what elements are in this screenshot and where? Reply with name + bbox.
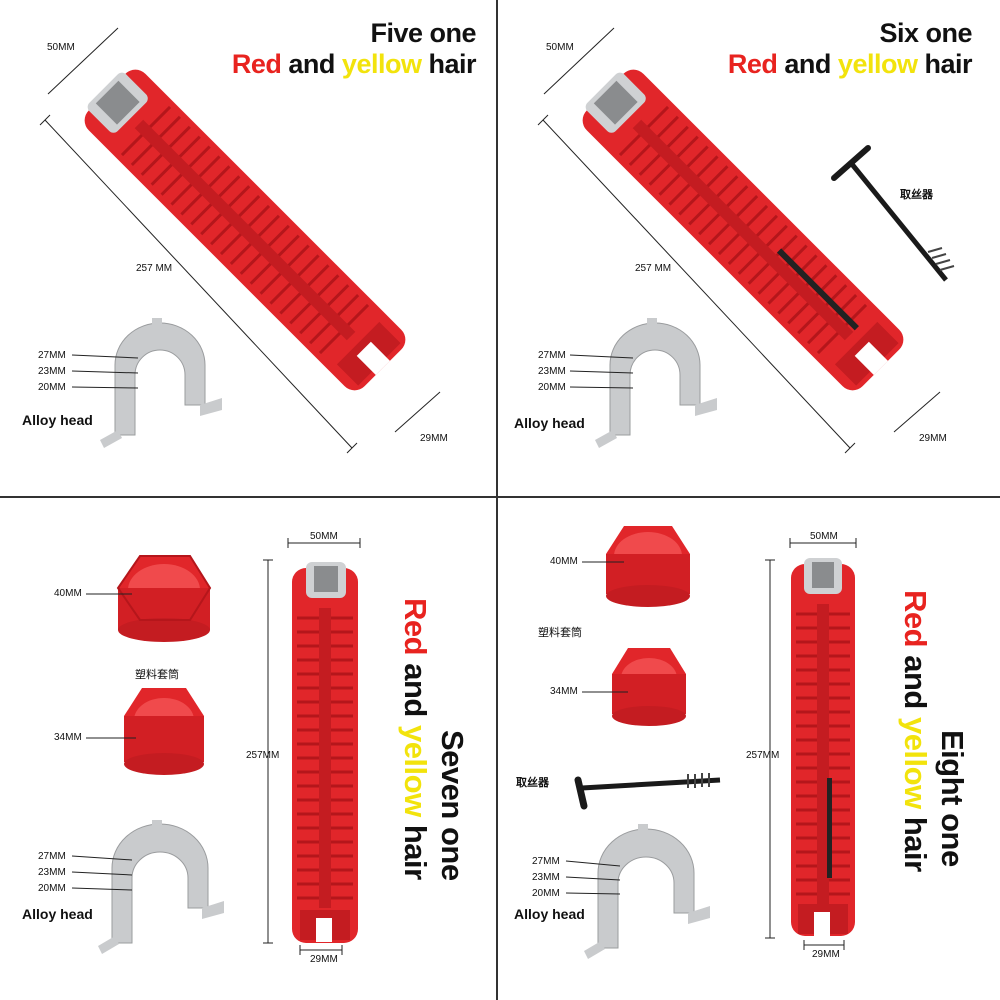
socket-40-label: 40MM xyxy=(54,588,82,599)
plastic-sleeve-label: 塑料套筒 xyxy=(135,668,179,681)
socket-34-label: 34MM xyxy=(550,686,578,697)
title-hair-word: hair xyxy=(428,49,476,79)
ring-23-label: 23MM xyxy=(38,867,66,878)
title-line1: Eight one xyxy=(935,730,970,867)
dim-top-label: 50MM xyxy=(47,42,75,53)
socket-40-image xyxy=(86,555,212,642)
ring-20-label: 20MM xyxy=(38,883,66,894)
alloy-head-label: Alloy head xyxy=(514,906,585,922)
panel-five-one: Five one Red and yellow hair 50MM 257 MM… xyxy=(0,0,496,496)
title-hair-word: hair xyxy=(924,49,972,79)
title-yellow-word: yellow xyxy=(837,49,918,79)
alloy-head-label: Alloy head xyxy=(514,415,585,431)
alloy-head-image xyxy=(565,824,710,959)
alloy-head-label: Alloy head xyxy=(22,906,93,922)
title-and-word: and xyxy=(898,655,933,709)
alloy-head-label: Alloy head xyxy=(22,412,93,428)
alloy-head-image xyxy=(71,318,222,448)
ring-23-label: 23MM xyxy=(532,872,560,883)
vertical-divider xyxy=(496,0,498,1000)
title-and-word: and xyxy=(288,49,335,79)
dim-length-label: 257MM xyxy=(746,750,780,761)
ring-27-label: 27MM xyxy=(538,350,566,361)
socket-34-label: 34MM xyxy=(54,732,82,743)
dim-bottom-label: 29MM xyxy=(420,433,448,444)
plastic-sleeve-label: 塑料套筒 xyxy=(538,626,582,639)
ring-20-label: 20MM xyxy=(38,382,66,393)
dimension-lines xyxy=(537,27,941,454)
extractor-tool-image xyxy=(831,145,955,282)
dim-top-label: 50MM xyxy=(810,531,838,542)
socket-34-image xyxy=(86,688,204,775)
ring-27-label: 27MM xyxy=(38,851,66,862)
dimension-lines xyxy=(39,27,441,454)
title-yellow-word: yellow xyxy=(898,716,933,809)
dim-length-label: 257MM xyxy=(246,750,280,761)
wrench-image xyxy=(582,69,904,391)
title-yellow-word: yellow xyxy=(341,49,422,79)
title-line1: Six one xyxy=(879,18,972,48)
wrench-image xyxy=(84,69,406,391)
ring-20-label: 20MM xyxy=(532,888,560,899)
title-red-word: Red xyxy=(727,49,778,79)
title-hair-word: hair xyxy=(398,824,433,880)
panel-title: Five one Red and yellow hair xyxy=(231,18,477,80)
socket-40-image xyxy=(582,526,690,607)
horizontal-divider xyxy=(0,496,1000,498)
panel-title-vertical: Red and yellow hair xyxy=(898,590,933,872)
panel-six-one: Six one Red and yellow hair 50MM 257 MM … xyxy=(498,0,1000,496)
alloy-head-image xyxy=(71,820,224,954)
dimension-lines xyxy=(263,538,361,955)
extractor-label: 取丝器 xyxy=(900,188,933,201)
ring-27-label: 27MM xyxy=(38,350,66,361)
panel-eight-one: 40MM 塑料套筒 34MM 取丝器 27MM 23MM 20MM Alloy … xyxy=(498,498,1000,1000)
ring-23-label: 23MM xyxy=(538,366,566,377)
dim-bottom-label: 29MM xyxy=(919,433,947,444)
title-yellow-word: yellow xyxy=(398,724,433,817)
dimension-lines xyxy=(765,538,857,950)
ring-23-label: 23MM xyxy=(38,366,66,377)
wrench-image xyxy=(791,558,855,936)
title-red-word: Red xyxy=(398,598,433,656)
socket-40-label: 40MM xyxy=(550,556,578,567)
extractor-label: 取丝器 xyxy=(516,776,549,789)
title-hair-word: hair xyxy=(898,816,933,872)
extractor-tool-image xyxy=(574,773,721,810)
panel-title: Six one Red and yellow hair xyxy=(727,18,973,80)
ring-27-label: 27MM xyxy=(532,856,560,867)
dim-length-label: 257 MM xyxy=(635,263,672,274)
dim-bottom-label: 29MM xyxy=(812,949,840,960)
dim-bottom-label: 29MM xyxy=(310,954,338,965)
title-line1: Five one xyxy=(370,18,476,48)
title-and-word: and xyxy=(784,49,831,79)
title-red-word: Red xyxy=(231,49,282,79)
title-and-word: and xyxy=(398,663,433,717)
dim-top-label: 50MM xyxy=(310,531,338,542)
dim-top-label: 50MM xyxy=(546,42,574,53)
alloy-head-image xyxy=(569,318,717,448)
wrench-image xyxy=(292,562,358,943)
title-line1: Seven one xyxy=(435,730,470,881)
title-red-word: Red xyxy=(898,590,933,648)
ring-20-label: 20MM xyxy=(538,382,566,393)
socket-34-image xyxy=(582,648,686,726)
panel-title-vertical: Red and yellow hair xyxy=(398,598,433,880)
panel-seven-one: 40MM 塑料套筒 34MM 27MM 23MM 20MM Alloy head… xyxy=(0,498,496,1000)
dim-length-label: 257 MM xyxy=(136,263,173,274)
